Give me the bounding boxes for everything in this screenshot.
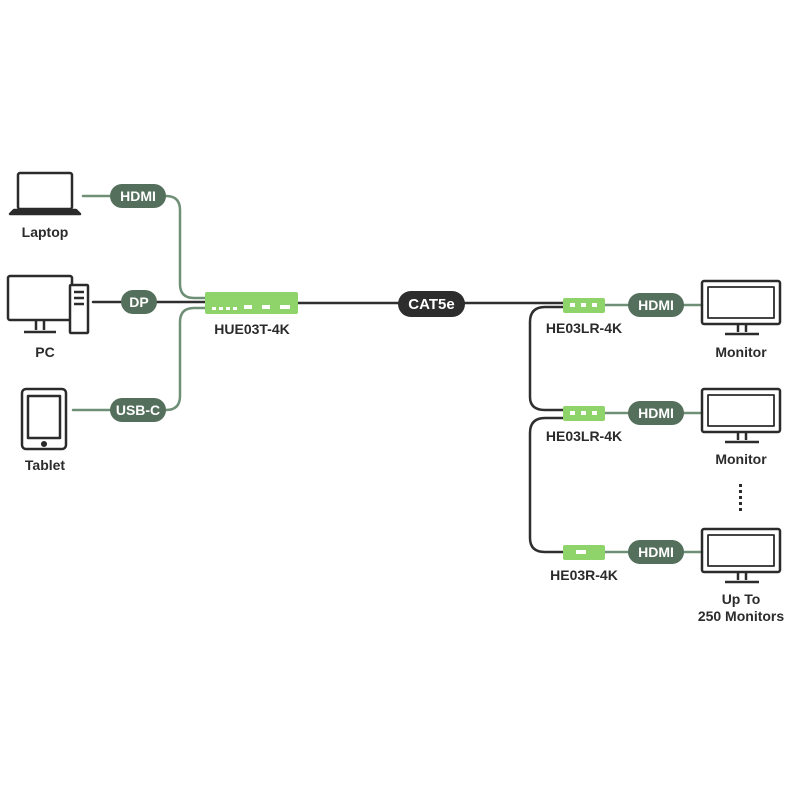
cables	[71, 194, 704, 554]
rx1-hdmi-pill: HDMI	[628, 293, 684, 317]
monitor-3-label-line1: Up To	[722, 591, 761, 607]
monitor-1-icon	[700, 279, 782, 336]
receiver-3-label: HE03R-4K	[550, 567, 618, 583]
monitor-3-icon	[700, 527, 782, 584]
monitor-2-icon	[700, 387, 782, 444]
tablet-icon	[20, 387, 68, 451]
rx3-hdmi-label: HDMI	[638, 544, 674, 560]
cat5e-label: CAT5e	[408, 296, 454, 313]
laptop-label: Laptop	[22, 224, 69, 240]
dp-connector-label: DP	[129, 294, 148, 310]
transmitter-device	[205, 292, 298, 314]
receiver-2-device	[563, 406, 605, 421]
rx2-hdmi-label: HDMI	[638, 405, 674, 421]
monitor-2-label: Monitor	[715, 451, 767, 467]
desktop-pc-icon	[6, 274, 90, 335]
rx2-hdmi-pill: HDMI	[628, 401, 684, 425]
rx1-hdmi-label: HDMI	[638, 297, 674, 313]
monitor-1-label: Monitor	[715, 344, 767, 360]
dp-connector-pill: DP	[121, 290, 157, 314]
pc-label: PC	[35, 344, 54, 360]
tablet-label: Tablet	[25, 457, 66, 473]
hdmi-connector-pill: HDMI	[110, 184, 166, 208]
laptop-icon	[8, 171, 82, 216]
receiver-2-label: HE03LR-4K	[546, 428, 622, 444]
tablet-cable	[71, 306, 207, 412]
laptop-cable	[81, 194, 207, 300]
receiver-1-device	[563, 298, 605, 313]
chain-cable-1	[528, 305, 565, 412]
cat5e-pill: CAT5e	[398, 291, 465, 317]
monitor-3-label-line2: 250 Monitors	[698, 608, 785, 624]
usbc-connector-label: USB-C	[116, 402, 160, 418]
chain-cable-2	[528, 416, 565, 554]
receiver-3-device	[563, 545, 605, 560]
vertical-ellipsis-icon	[739, 484, 742, 511]
transmitter-label: HUE03T-4K	[214, 321, 289, 337]
hdmi-connector-label: HDMI	[120, 188, 156, 204]
receiver-1-label: HE03LR-4K	[546, 320, 622, 336]
usbc-connector-pill: USB-C	[110, 398, 166, 422]
rx3-hdmi-pill: HDMI	[628, 540, 684, 564]
